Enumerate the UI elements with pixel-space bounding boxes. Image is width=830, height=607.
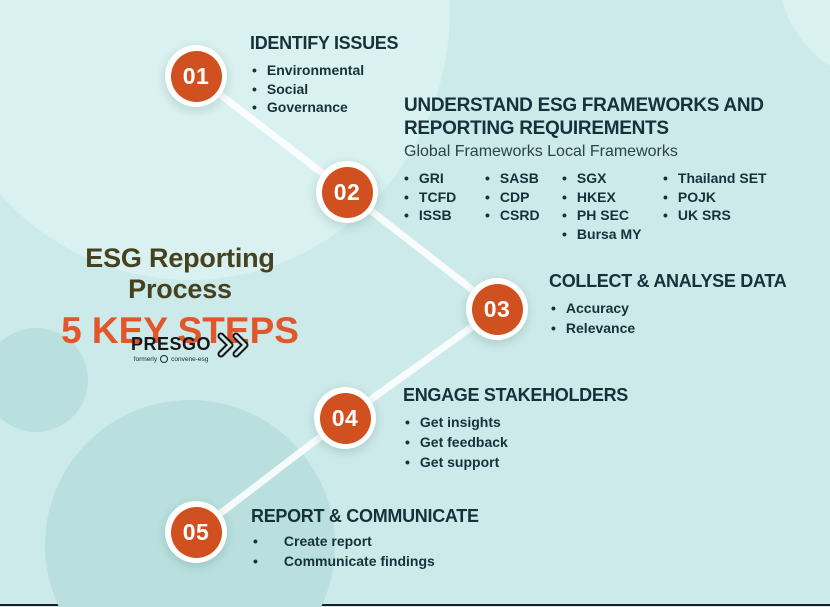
step-4-bullets: Get insights Get feedback Get support: [405, 412, 508, 472]
step-3-number: 03: [471, 283, 523, 335]
page-title: ESG Reporting Process: [85, 243, 275, 304]
logo-tagline: formerly convene-esg: [133, 355, 209, 363]
step-2-subtitle: Global Frameworks Local Frameworks: [404, 143, 678, 160]
step-5-badge: 05: [165, 501, 227, 563]
bullet-item: Create report: [253, 531, 435, 551]
step-3-bullets: Accuracy Relevance: [551, 298, 635, 338]
bullet-item: Environmental: [252, 61, 364, 80]
bullet-item: PH SEC: [562, 206, 663, 225]
step-2-heading: UNDERSTAND ESG FRAMEWORKS AND REPORTING …: [404, 95, 764, 139]
step-1-badge: 01: [165, 45, 227, 107]
bullet-item: Accuracy: [551, 298, 635, 318]
global-frameworks-col-1: GRI TCFD ISSB: [404, 169, 485, 243]
step-5-bullets: Create report Communicate findings: [253, 531, 435, 571]
bullet-item: Relevance: [551, 318, 635, 338]
page-subtitle: 5 KEY STEPS: [61, 310, 299, 351]
step-1-number: 01: [170, 50, 222, 102]
global-frameworks-col-2: SASB CDP CSRD: [485, 169, 562, 243]
local-frameworks-col-1: SGX HKEX PH SEC Bursa MY: [562, 169, 663, 243]
presgo-logo: PRESGO formerly convene-esg: [131, 332, 251, 363]
logo-tagline-prefix: formerly: [133, 355, 158, 363]
logo-tagline-brand: convene-esg: [171, 355, 209, 363]
step-4-badge: 04: [314, 387, 376, 449]
bullet-item: ISSB: [404, 206, 485, 225]
bottom-edge-line: [0, 604, 830, 606]
bullet-item: Communicate findings: [253, 551, 435, 571]
bullet-item: CSRD: [485, 206, 562, 225]
step-2-framework-columns: GRI TCFD ISSB SASB CDP CSRD SGX HKEX PH …: [404, 169, 767, 243]
step-1-bullets: Environmental Social Governance: [252, 61, 364, 117]
bullet-item: Social: [252, 80, 364, 99]
step-3-heading: COLLECT & ANALYSE DATA: [549, 271, 787, 291]
bullet-item: GRI: [404, 169, 485, 188]
bullet-item: Thailand SET: [663, 169, 767, 188]
bullet-item: TCFD: [404, 188, 485, 207]
decor-circle-top-right: [778, 0, 830, 85]
bullet-item: UK SRS: [663, 206, 767, 225]
step-4-heading: ENGAGE STAKEHOLDERS: [403, 385, 628, 405]
bullet-item: SGX: [562, 169, 663, 188]
chevron-double-icon: [217, 332, 249, 358]
step-4-number: 04: [319, 392, 371, 444]
step-5-heading: REPORT & COMMUNICATE: [251, 506, 479, 526]
bullet-item: Get insights: [405, 412, 508, 432]
logo-wordmark: PRESGO: [131, 334, 212, 354]
bullet-item: Governance: [252, 98, 364, 117]
step-1-heading: IDENTIFY ISSUES: [250, 33, 399, 53]
bullet-item: HKEX: [562, 188, 663, 207]
bullet-item: SASB: [485, 169, 562, 188]
bullet-item: Get support: [405, 452, 508, 472]
local-frameworks-col-2: Thailand SET POJK UK SRS: [663, 169, 767, 243]
bullet-item: CDP: [485, 188, 562, 207]
step-5-number: 05: [170, 506, 222, 558]
step-2-badge: 02: [316, 161, 378, 223]
step-2-number: 02: [321, 166, 373, 218]
convene-esg-icon: [160, 355, 169, 363]
bullet-item: Get feedback: [405, 432, 508, 452]
step-3-badge: 03: [466, 278, 528, 340]
bullet-item: POJK: [663, 188, 767, 207]
decor-circle-left: [0, 328, 88, 432]
bullet-item: Bursa MY: [562, 225, 663, 244]
title-block: ESG Reporting Process 5 KEY STEPS: [30, 243, 330, 352]
